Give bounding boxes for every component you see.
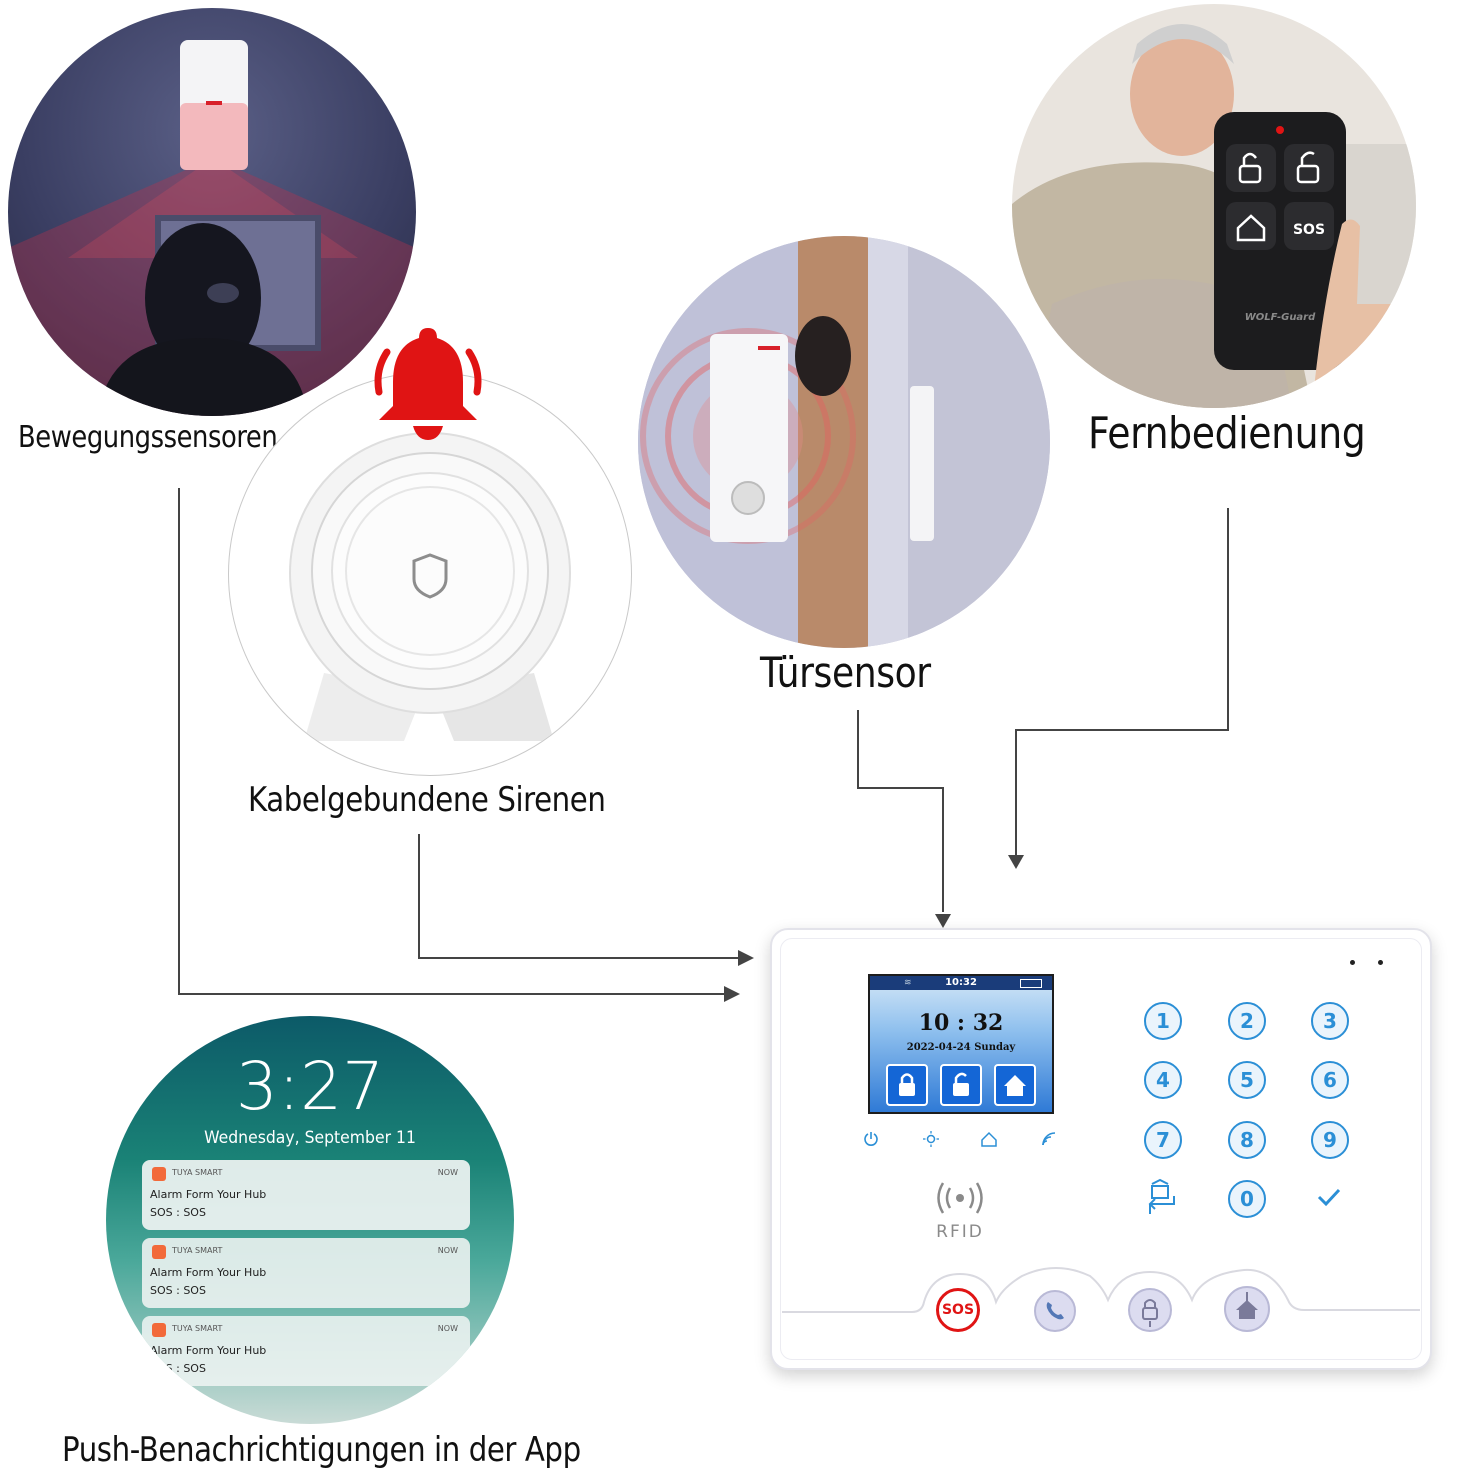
notification-body: SOS : SOS — [150, 1284, 206, 1297]
sos-button[interactable]: SOS — [936, 1288, 980, 1332]
confirm-check-icon[interactable] — [1316, 1186, 1342, 1208]
key-6[interactable]: 6 — [1311, 1061, 1349, 1099]
tuya-app-icon — [152, 1323, 166, 1337]
key-5[interactable]: 5 — [1228, 1061, 1266, 1099]
notification-card[interactable]: TUYA SMART NOW Alarm Form Your Hub SOS :… — [142, 1160, 470, 1230]
notification-title: Alarm Form Your Hub — [150, 1266, 267, 1279]
remote-sos-key: SOS — [1293, 222, 1325, 238]
arm-button[interactable] — [1128, 1288, 1172, 1332]
notification-app-name: TUYA SMART — [172, 1246, 223, 1255]
home-button[interactable] — [1224, 1286, 1270, 1332]
phone-notifications: 3:27 Wednesday, September 11 TUYA SMART … — [106, 1016, 514, 1424]
key-9[interactable]: 9 — [1311, 1121, 1349, 1159]
phone-icon — [1046, 1302, 1064, 1320]
remote-photo: SOS WOLF-Guard — [1012, 4, 1416, 408]
notification-title: Alarm Form Your Hub — [150, 1188, 267, 1201]
phone-date: Wednesday, September 11 — [204, 1128, 416, 1148]
notification-app-name: TUYA SMART — [172, 1168, 223, 1177]
battery-icon — [1020, 979, 1042, 988]
siren-label: Kabelgebundene Sirenen — [248, 780, 606, 820]
lcd-status-time: 10:32 — [945, 977, 977, 988]
notification-time: NOW — [437, 1168, 458, 1177]
notification-card[interactable]: TUYA SMART NOW Alarm Form Your Hub SOS :… — [142, 1316, 470, 1386]
wifi-icon: ≋ — [904, 978, 912, 988]
motion-sensor-photo — [8, 8, 416, 416]
key-7[interactable]: 7 — [1144, 1121, 1182, 1159]
notification-card[interactable]: TUYA SMART NOW Alarm Form Your Hub SOS :… — [142, 1238, 470, 1308]
home-status-icon — [981, 1131, 997, 1147]
lcd-date: 2022-04-24 Sunday — [906, 1042, 1016, 1053]
home-icon — [1236, 1292, 1258, 1319]
door-sensor-label: Türsensor — [760, 648, 931, 697]
signal-icon — [1042, 1132, 1056, 1146]
panel-inner-frame — [780, 938, 1422, 1360]
phone-time: 3:27 — [235, 1048, 385, 1125]
tuya-app-icon — [152, 1167, 166, 1181]
notification-time: NOW — [437, 1246, 458, 1255]
call-button[interactable] — [1034, 1290, 1076, 1332]
lcd-disarm-icon[interactable] — [940, 1064, 982, 1106]
push-label: Push-Benachrichtigungen in der App — [62, 1430, 581, 1470]
tuya-app-icon — [152, 1245, 166, 1259]
key-0[interactable]: 0 — [1228, 1180, 1266, 1218]
notification-time: NOW — [437, 1324, 458, 1333]
sun-icon — [923, 1131, 939, 1147]
rfid-icon — [937, 1182, 983, 1214]
switch-icon[interactable] — [1144, 1178, 1180, 1218]
motion-sensor-label: Bewegungssensoren — [18, 420, 278, 455]
power-icon — [864, 1132, 878, 1146]
notification-app-name: TUYA SMART — [172, 1324, 223, 1333]
lcd-away-arm-icon[interactable] — [886, 1064, 928, 1106]
key-8[interactable]: 8 — [1228, 1121, 1266, 1159]
indicator-dot — [1350, 960, 1355, 965]
lcd-clock: 10 : 32 — [918, 1010, 1004, 1036]
alarm-panel: ≋ 10:32 10 : 32 2022-04-24 Sunday RFID 1… — [770, 928, 1432, 1370]
lcd-screen[interactable]: ≋ 10:32 10 : 32 2022-04-24 Sunday — [868, 974, 1054, 1114]
key-1[interactable]: 1 — [1144, 1002, 1182, 1040]
rfid-label: RFID — [936, 1222, 984, 1242]
notification-body: SOS : SOS — [150, 1362, 206, 1375]
remote-label: Fernbedienung — [1088, 408, 1366, 459]
indicator-dot — [1378, 960, 1383, 965]
key-4[interactable]: 4 — [1144, 1061, 1182, 1099]
lcd-home-arm-icon[interactable] — [994, 1064, 1036, 1106]
remote-brand: WOLF-Guard — [1245, 312, 1316, 323]
notification-title: Alarm Form Your Hub — [150, 1344, 267, 1357]
alarm-bell-icon — [374, 328, 482, 440]
key-3[interactable]: 3 — [1311, 1002, 1349, 1040]
lcd-status-bar — [870, 976, 1052, 990]
lock-icon — [1142, 1299, 1158, 1327]
key-2[interactable]: 2 — [1228, 1002, 1266, 1040]
notification-body: SOS : SOS — [150, 1206, 206, 1219]
bottom-button-strip — [782, 1267, 1420, 1313]
